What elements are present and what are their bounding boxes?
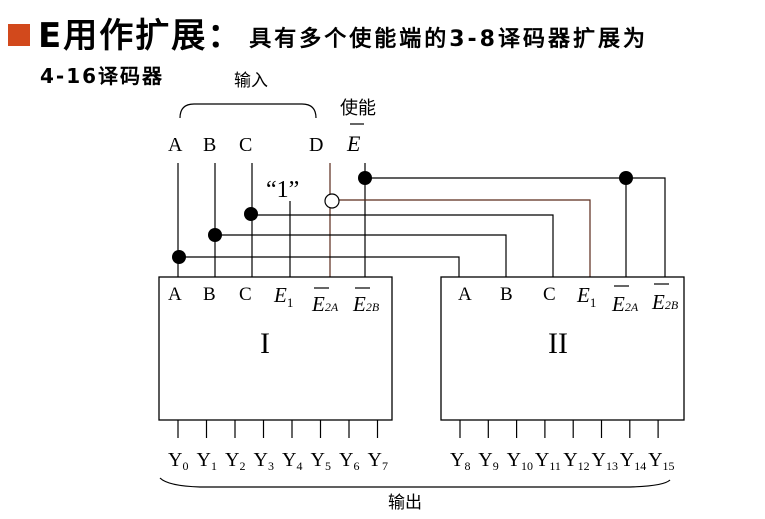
decoder-2-pin-e2a: E2A — [611, 292, 639, 316]
decoder-2-pin-e2b: E2B — [651, 290, 679, 314]
decoder-1-pin-e1: E1 — [273, 283, 293, 310]
enable-group-label: 使能 — [340, 98, 376, 119]
bus-enable-to-e2b — [365, 177, 666, 277]
output-label-y9: Y9 — [478, 449, 498, 473]
decoder-1-pin-c: C — [239, 284, 252, 305]
output-label-y13: Y13 — [592, 449, 618, 473]
constant-one-label: “1” — [266, 177, 299, 203]
title-subtitle: 具有多个使能端的3-8译码器扩展为 — [249, 26, 648, 52]
output-label-y12: Y12 — [563, 449, 589, 473]
input-label-a: A — [168, 134, 183, 156]
bus-d-to-e1 — [330, 199, 591, 277]
bus-b — [215, 234, 507, 277]
decoder-1-box — [158, 276, 393, 421]
decoder-1-outputs: Y0 Y1 Y2 Y3 Y4 Y5 Y6 Y7 — [168, 420, 388, 473]
input-label-b: B — [203, 134, 216, 156]
input-group-label: 输入 — [234, 71, 268, 91]
decoder-2-pin-a: A — [458, 284, 472, 305]
junction-dot-c — [244, 207, 258, 221]
decoder-2-box — [440, 276, 685, 421]
input-label-d: D — [309, 134, 323, 156]
output-label-y1: Y1 — [197, 449, 217, 473]
junction-dot-enable-right — [619, 171, 633, 185]
decoder-2: A B C E1 E2A E2B II — [440, 276, 685, 421]
output-label-y4: Y4 — [282, 449, 302, 473]
enable-input-label: E — [346, 123, 364, 156]
output-label-y14: Y14 — [620, 449, 646, 473]
output-label-y6: Y6 — [339, 449, 359, 473]
output-label-y15: Y15 — [648, 449, 674, 473]
junction-dot-a — [172, 250, 186, 264]
bus-a — [178, 256, 460, 277]
input-brace — [179, 103, 317, 119]
title-line2: 4-16译码器 — [40, 64, 165, 88]
output-brace — [159, 477, 671, 488]
decoder-1: A B C E1 E2A E2B I — [158, 276, 393, 421]
output-group-label: 输出 — [388, 493, 422, 513]
output-label-y11: Y11 — [535, 449, 561, 473]
output-label-y3: Y3 — [254, 449, 274, 473]
junction-dot-enable — [358, 171, 372, 185]
title-main: E用作扩展： — [38, 16, 244, 56]
output-label-y5: Y5 — [311, 449, 331, 473]
inverter-bubble-d — [324, 193, 340, 209]
decoder-1-name: I — [260, 327, 270, 360]
bus-c — [252, 214, 554, 277]
bullet-square-icon — [8, 23, 30, 46]
slide-title: E用作扩展： 具有多个使能端的3-8译码器扩展为 — [8, 8, 648, 57]
output-label-y2: Y2 — [225, 449, 245, 473]
decoder-2-pin-c: C — [543, 284, 556, 305]
decoder-2-pin-e1: E1 — [576, 283, 596, 310]
output-label-y10: Y10 — [507, 449, 533, 473]
decoder-2-pin-b: B — [500, 284, 513, 305]
input-label-c: C — [239, 134, 252, 156]
decoder-1-pin-e2b: E2B — [352, 292, 380, 316]
decoder-1-pin-e2a: E2A — [311, 292, 339, 316]
output-label-y0: Y0 — [168, 449, 188, 473]
junction-dot-b — [208, 228, 222, 242]
decoder-2-name: II — [548, 327, 568, 360]
decoder-1-pin-b: B — [203, 284, 216, 305]
output-label-y7: Y7 — [368, 449, 388, 473]
enable-input-text: E — [346, 131, 361, 156]
output-label-y8: Y8 — [450, 449, 470, 473]
decoder-1-pin-a: A — [168, 284, 182, 305]
